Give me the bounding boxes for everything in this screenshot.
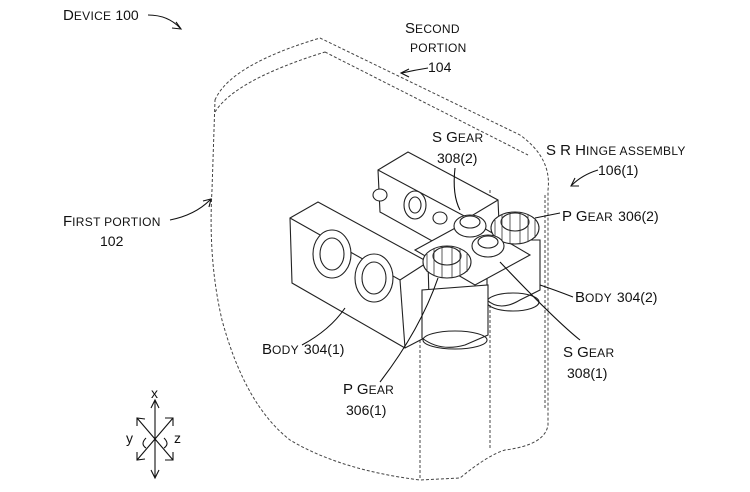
svg-text:308(1): 308(1) — [567, 365, 607, 381]
svg-text:S R HINGE ASSEMBLY: S R HINGE ASSEMBLY — [546, 142, 686, 159]
svg-text:102: 102 — [100, 233, 124, 249]
body-304-1 — [289, 201, 489, 350]
axis-labels: x y z — [126, 385, 181, 446]
p-gear-306-2 — [490, 211, 540, 245]
first-portion-label: FIRST PORTION 102 — [63, 213, 161, 249]
svg-text:PORTION: PORTION — [410, 41, 467, 55]
s-gear-308-1-label: S GEAR 308(1) — [563, 344, 614, 381]
second-portion-label: SECOND PORTION 104 — [405, 20, 467, 75]
svg-text:S GEAR: S GEAR — [563, 344, 614, 361]
svg-text:FIRST PORTION: FIRST PORTION — [63, 213, 161, 230]
s-gear-308-1 — [471, 234, 505, 258]
axis-z-label: z — [174, 430, 181, 446]
svg-text:SECOND: SECOND — [405, 20, 460, 37]
leader-lines — [147, 14, 599, 383]
axis-y-label: y — [126, 430, 133, 446]
p-gear-306-1 — [422, 245, 472, 279]
svg-text:104: 104 — [428, 59, 452, 75]
axis-x-label: x — [151, 385, 158, 401]
axes-glyph — [136, 398, 174, 480]
hinge-assembly-label: S R HINGE ASSEMBLY 106(1) — [546, 142, 686, 178]
svg-text:P GEAR: P GEAR — [343, 381, 394, 398]
svg-text:S GEAR: S GEAR — [432, 129, 483, 146]
svg-text:106(1): 106(1) — [598, 162, 638, 178]
svg-text:306(1): 306(1) — [346, 402, 386, 418]
p-gear-306-1-label: P GEAR 306(1) — [343, 381, 394, 418]
s-gear-308-2-label: S GEAR 308(2) — [432, 129, 483, 166]
svg-text:308(2): 308(2) — [437, 150, 477, 166]
s-gear-308-2 — [453, 214, 487, 238]
gear-assembly — [413, 211, 540, 286]
